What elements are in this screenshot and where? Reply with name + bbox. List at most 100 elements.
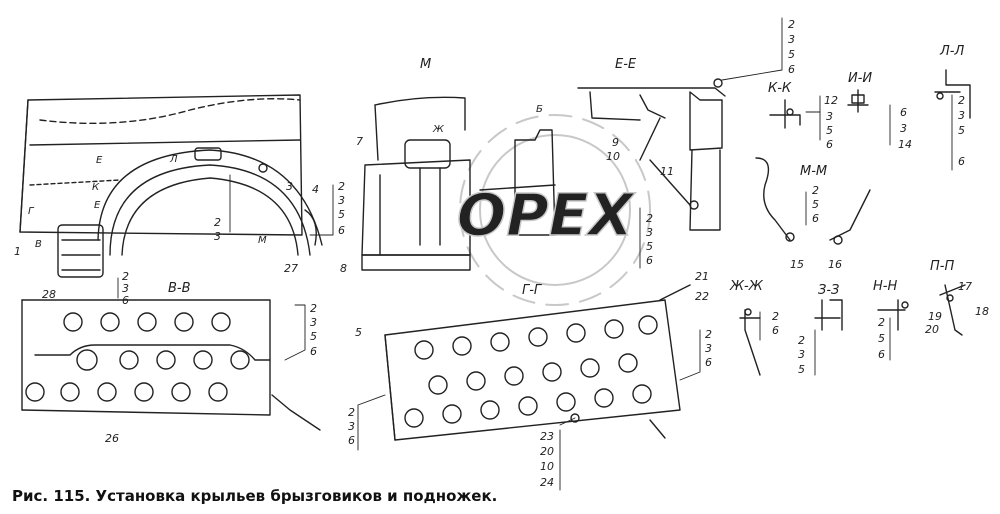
callout-11: 11 — [660, 165, 674, 178]
stack-item: 6 — [772, 324, 779, 337]
callout-17: 17 — [958, 280, 972, 293]
stack-item: 2 — [214, 216, 221, 229]
callout-3: 3 — [286, 180, 293, 193]
stack-right-step-bottom-left: 2 3 6 — [348, 406, 355, 447]
figure-caption: Рис. 115. Установка крыльев брызговиков … — [12, 487, 498, 505]
section-ii — [847, 89, 869, 113]
section-zz — [814, 299, 843, 331]
stack-item: 3 — [900, 122, 907, 135]
stack-item: 6 — [788, 63, 795, 76]
mark-zh: Ж — [432, 124, 445, 135]
mark-m: М — [258, 235, 267, 246]
label-ee: Е-Е — [615, 57, 637, 72]
section-ll — [934, 69, 971, 119]
label-gg: Г-Г — [522, 283, 543, 298]
stack-item: 12 — [824, 94, 838, 107]
step-holes — [25, 312, 250, 402]
stack-item: 3 — [348, 420, 355, 433]
step-left — [21, 299, 321, 431]
view-m — [361, 96, 556, 271]
mark-e-lower: Е — [94, 200, 101, 211]
watermark-gear-icon — [459, 114, 651, 306]
callout-21: 21 — [695, 270, 709, 283]
stack-item: 3 — [646, 226, 653, 239]
stack-item: 5 — [310, 330, 317, 343]
section-labels: М Е-Е К-К И-И Л-Л М-М В-В Ж-Ж З-З Н-Н П-… — [168, 44, 964, 298]
stack-item: 6 — [646, 254, 653, 267]
stack-item: 2 — [788, 18, 795, 31]
mark-g: Г — [28, 206, 35, 217]
callout-19: 19 — [928, 310, 942, 323]
stack-item: 2 — [348, 406, 355, 419]
step-holes — [404, 315, 658, 428]
stack-item: 20 — [540, 445, 554, 458]
section-mm — [755, 157, 871, 245]
callout-20: 20 — [925, 323, 939, 336]
stack-mm: 2 5 6 — [812, 184, 819, 225]
callout-16: 16 — [828, 258, 842, 271]
label-kk: К-К — [768, 81, 792, 96]
stack-item: 3 — [214, 230, 221, 243]
mark-l: Л — [169, 154, 178, 165]
stack-item: 6 — [310, 345, 317, 358]
callout-1: 1 — [14, 245, 21, 258]
leader-lines — [117, 17, 953, 491]
stack-item: 5 — [812, 198, 819, 211]
stack-item: 2 — [812, 184, 819, 197]
stack-item: 2 — [958, 94, 965, 107]
label-nn: Н-Н — [873, 279, 897, 294]
stack-item: 3 — [798, 348, 805, 361]
stack-item: 3 — [958, 109, 965, 122]
stack-item: 5 — [878, 332, 885, 345]
callout-8: 8 — [340, 262, 347, 275]
label-vv: В-В — [168, 281, 191, 296]
callout-22: 22 — [695, 290, 709, 303]
stack-ll: 2 3 5 6 — [958, 94, 965, 168]
label-m: М — [420, 57, 431, 72]
label-mm: М-М — [800, 164, 827, 179]
stack-right-step-right: 2 3 6 — [705, 328, 712, 369]
stack-item: 6 — [705, 356, 712, 369]
callout-27: 27 — [284, 262, 298, 275]
callout-5: 5 — [355, 326, 362, 339]
stack-item: 6 — [122, 294, 129, 307]
stack-item: 23 — [540, 430, 554, 443]
stack-vv: 2 3 6 — [122, 270, 129, 307]
stack-item: 2 — [878, 316, 885, 329]
stack-item: 6 — [338, 224, 345, 237]
callout-18: 18 — [975, 305, 989, 318]
stack-item: 5 — [788, 48, 795, 61]
stack-item: 6 — [900, 106, 907, 119]
mark-b: Б — [536, 104, 543, 115]
label-zhzh: Ж-Ж — [729, 279, 764, 294]
fender-side-view — [19, 94, 323, 278]
stack-item: 10 — [540, 460, 554, 473]
stack-item: 3 — [705, 342, 712, 355]
stack-item: 5 — [958, 124, 965, 137]
stack-item: 3 — [788, 33, 795, 46]
stack-item: 3 — [310, 316, 317, 329]
stack-item: 24 — [540, 476, 554, 489]
stack-zz: 2 3 5 — [798, 334, 805, 376]
callout-9: 9 — [612, 136, 619, 149]
section-zhzh — [739, 308, 761, 376]
section-nn — [877, 299, 909, 331]
section-kk — [769, 99, 801, 129]
watermark-text: OPEX — [457, 181, 636, 249]
stack-item: 3 — [122, 282, 129, 295]
callout-15: 15 — [790, 258, 804, 271]
stack-bottom: 23 20 10 24 — [540, 430, 554, 489]
section-ee — [577, 78, 726, 231]
stack-item: 2 — [705, 328, 712, 341]
stack-fender-23: 2 3 — [214, 216, 221, 243]
callout-stacks: 2 3 5 6 12 3 5 6 6 3 14 2 3 5 6 2 3 5 6 — [122, 18, 965, 489]
stack-item: 6 — [812, 212, 819, 225]
step-right — [384, 284, 691, 441]
stack-item: 6 — [878, 348, 885, 361]
stack-top-ee: 2 3 5 6 — [788, 18, 795, 76]
stack-item: 2 — [122, 270, 129, 283]
stack-left-step-right: 2 3 5 6 — [310, 302, 317, 358]
label-zz: З-З — [818, 283, 839, 298]
callouts: 1 3 4 7 27 9 10 11 8 5 28 26 21 22 15 16… — [14, 135, 989, 445]
